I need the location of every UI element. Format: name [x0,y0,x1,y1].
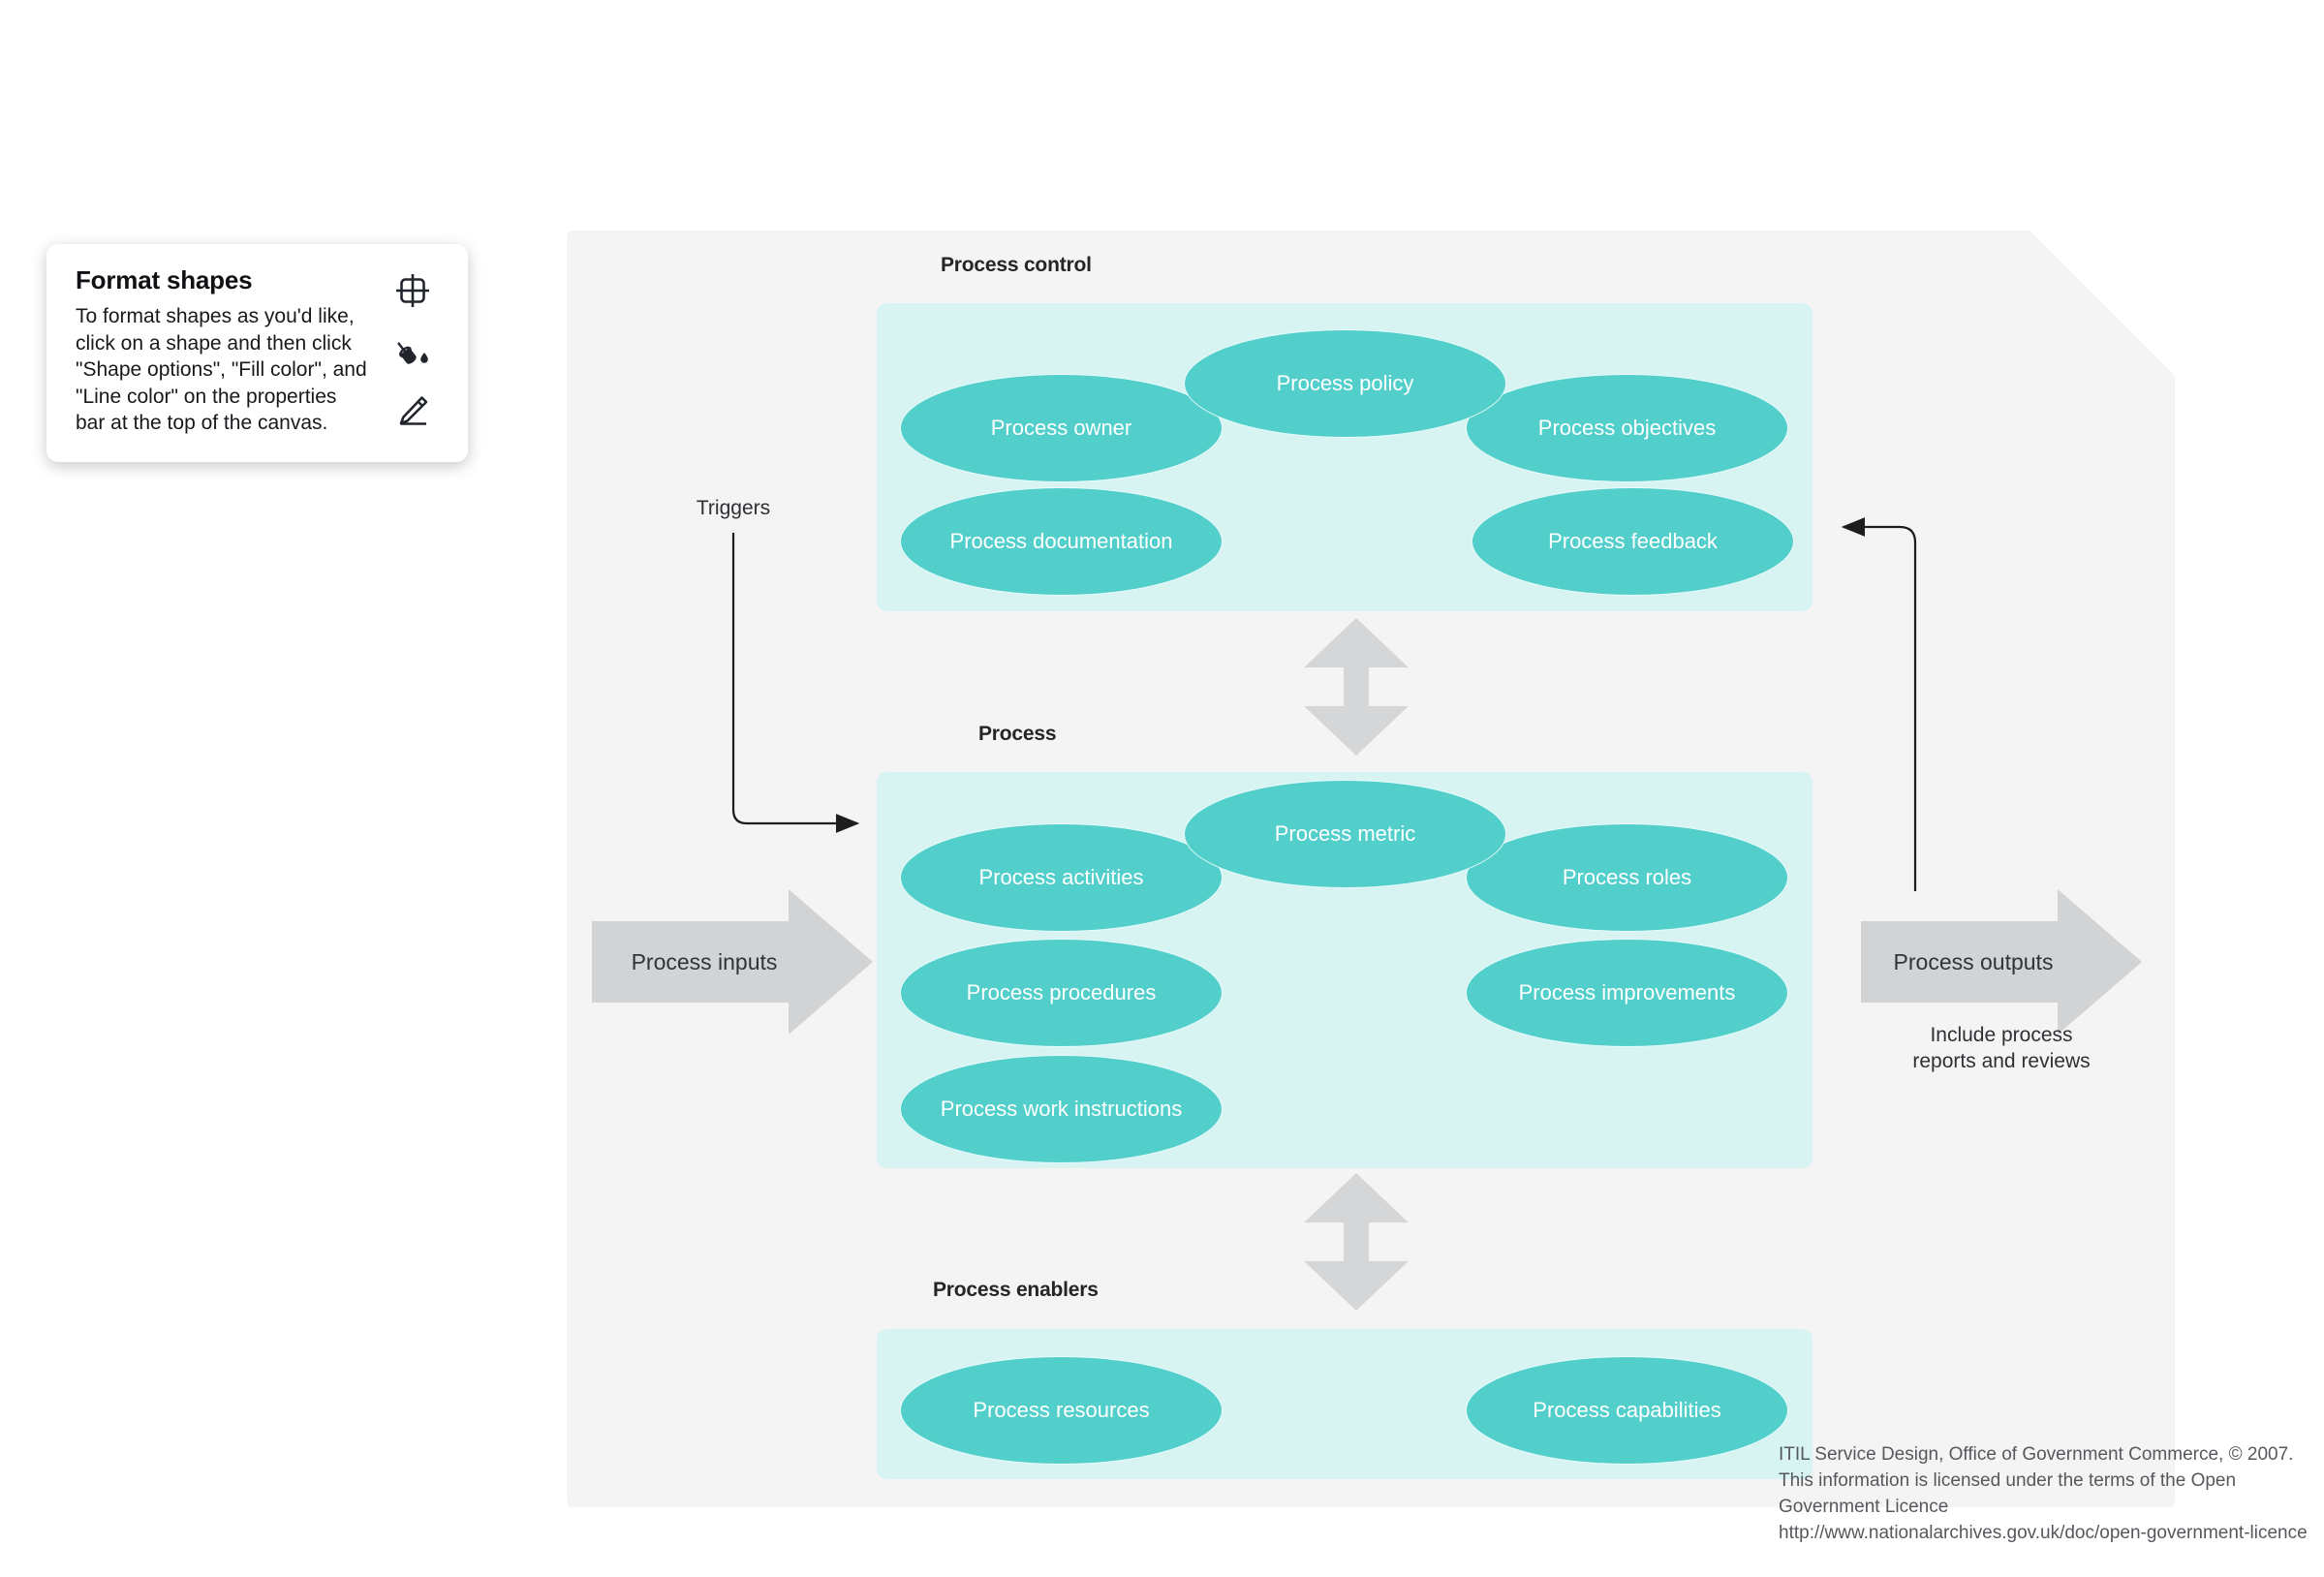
node-process-metric[interactable]: Process metric [1184,780,1506,888]
node-process-objectives[interactable]: Process objectives [1466,374,1788,482]
node-label: Process policy [1276,371,1414,396]
format-shapes-help-card[interactable]: Format shapes To format shapes as you'd … [46,244,468,462]
fill-color-bucket-icon[interactable] [393,331,432,370]
node-process-capabilities[interactable]: Process capabilities [1466,1356,1788,1465]
node-label: Process owner [990,416,1132,441]
section-label-process-enablers: Process enablers [933,1279,1099,1301]
node-label: Process improvements [1518,980,1736,1005]
help-card-title: Format shapes [76,265,253,294]
section-label-process: Process [978,723,1057,745]
node-label: Process roles [1562,865,1692,890]
node-label: Process metric [1274,821,1416,847]
process-outputs-note: Include process reports and reviews [1912,1024,2091,1073]
node-process-feedback[interactable]: Process feedback [1472,487,1794,596]
node-label: Process feedback [1548,529,1718,554]
triggers-label: Triggers [696,497,771,519]
node-process-policy[interactable]: Process policy [1184,329,1506,438]
help-card-text-block: Format shapes To format shapes as you'd … [76,265,383,437]
credit-text: ITIL Service Design, Office of Governmen… [1779,1444,2308,1543]
line-color-pencil-icon[interactable] [393,391,432,430]
node-process-activities[interactable]: Process activities [900,823,1223,932]
node-process-improvements[interactable]: Process improvements [1466,939,1788,1047]
node-process-resources[interactable]: Process resources [900,1356,1223,1465]
node-process-roles[interactable]: Process roles [1466,823,1788,932]
shape-options-icon[interactable] [393,271,432,310]
node-label: Process activities [978,865,1144,890]
node-process-procedures[interactable]: Process procedures [900,939,1223,1047]
help-card-icon-column [383,265,443,437]
node-label: Process work instructions [940,1097,1183,1122]
node-label: Process capabilities [1533,1398,1721,1423]
help-card-body: To format shapes as you'd like, click on… [76,305,367,434]
node-process-documentation[interactable]: Process documentation [900,487,1223,596]
node-label: Process resources [973,1398,1150,1423]
node-label: Process documentation [949,529,1173,554]
node-process-work-instructions[interactable]: Process work instructions [900,1055,1223,1163]
process-outputs-label: Process outputs [1893,948,2054,974]
node-label: Process procedures [966,980,1157,1005]
node-process-owner[interactable]: Process owner [900,374,1223,482]
node-label: Process objectives [1537,416,1717,441]
section-label-process-control: Process control [941,254,1092,276]
process-inputs-label: Process inputs [631,948,778,974]
